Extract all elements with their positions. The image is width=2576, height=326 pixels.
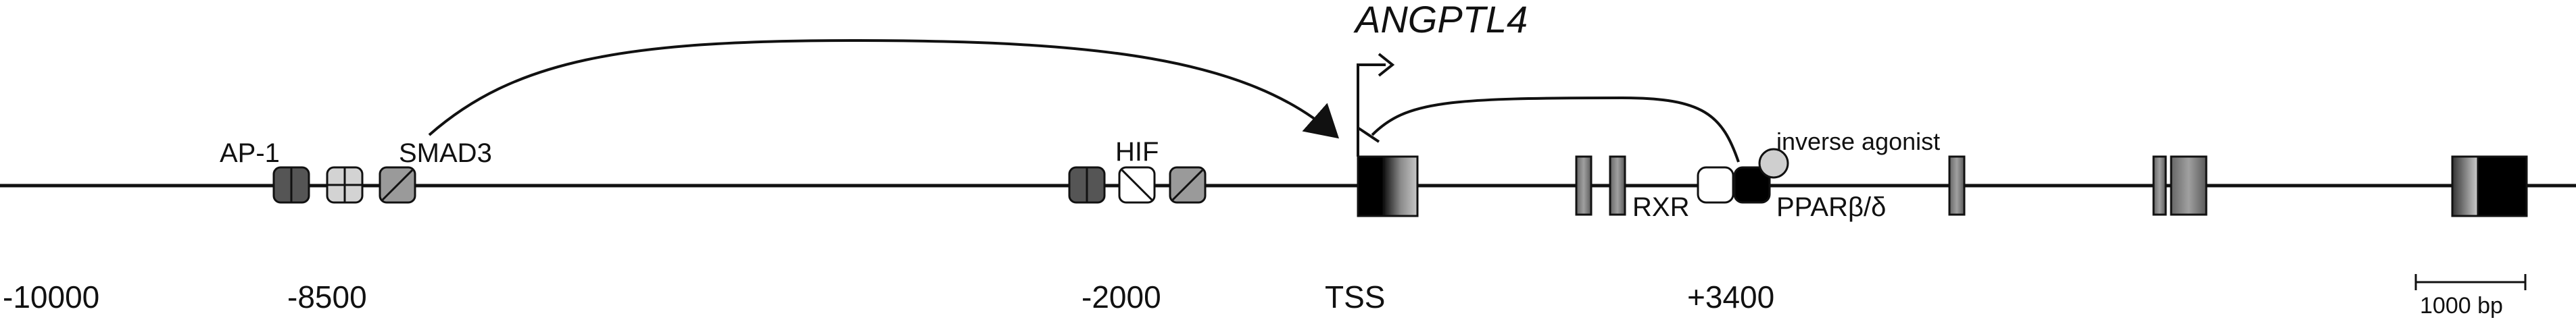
smad3-site-box	[379, 166, 416, 204]
exon-6	[2170, 155, 2208, 216]
exon-last	[2451, 155, 2528, 217]
scale-bar-label: 1000 bp	[2420, 293, 2503, 319]
exon-5	[2152, 155, 2167, 216]
regulatory-cluster-distal	[272, 166, 416, 204]
rxr-box	[1697, 166, 1734, 204]
inverse-agonist-circle	[1758, 148, 1789, 179]
hif-site-box-3	[1169, 166, 1207, 204]
position-label-m2000: -2000	[1082, 279, 1161, 315]
ap1-label: AP-1	[220, 138, 280, 168]
tss-arrow-head	[1378, 53, 1395, 77]
inverse-agonist-label: inverse agonist	[1776, 128, 1940, 155]
exon-3	[1609, 155, 1626, 216]
ppar-repression-bar	[1357, 127, 1380, 143]
position-label-m8500: -8500	[287, 279, 367, 315]
regulatory-cluster-proximal	[1068, 166, 1207, 204]
position-label-p3400: +3400	[1687, 279, 1774, 315]
cross-site-box	[326, 166, 364, 204]
tss-arrow	[1357, 63, 1386, 157]
rxr-label: RXR	[1632, 192, 1689, 222]
position-label-tss: TSS	[1325, 279, 1385, 315]
scale-bar	[2414, 274, 2527, 290]
exon-1	[1357, 155, 1419, 217]
hif-site-box-1	[1068, 166, 1106, 204]
exon-2	[1575, 155, 1593, 216]
hif-site-box-2	[1118, 166, 1156, 204]
smad3-activation-arc	[428, 38, 1339, 139]
ppar-repression-arc	[1371, 96, 1740, 163]
position-label-m10000: -10000	[3, 279, 99, 315]
hif-label: HIF	[1115, 137, 1159, 167]
exon-4	[1948, 155, 1966, 216]
smad3-label: SMAD3	[399, 138, 492, 168]
gene-name-label: ANGPTL4	[1353, 0, 1528, 40]
ppar-box	[1733, 166, 1771, 204]
ap1-site-box	[272, 166, 310, 204]
ppar-label: PPARβ/δ	[1776, 192, 1886, 222]
